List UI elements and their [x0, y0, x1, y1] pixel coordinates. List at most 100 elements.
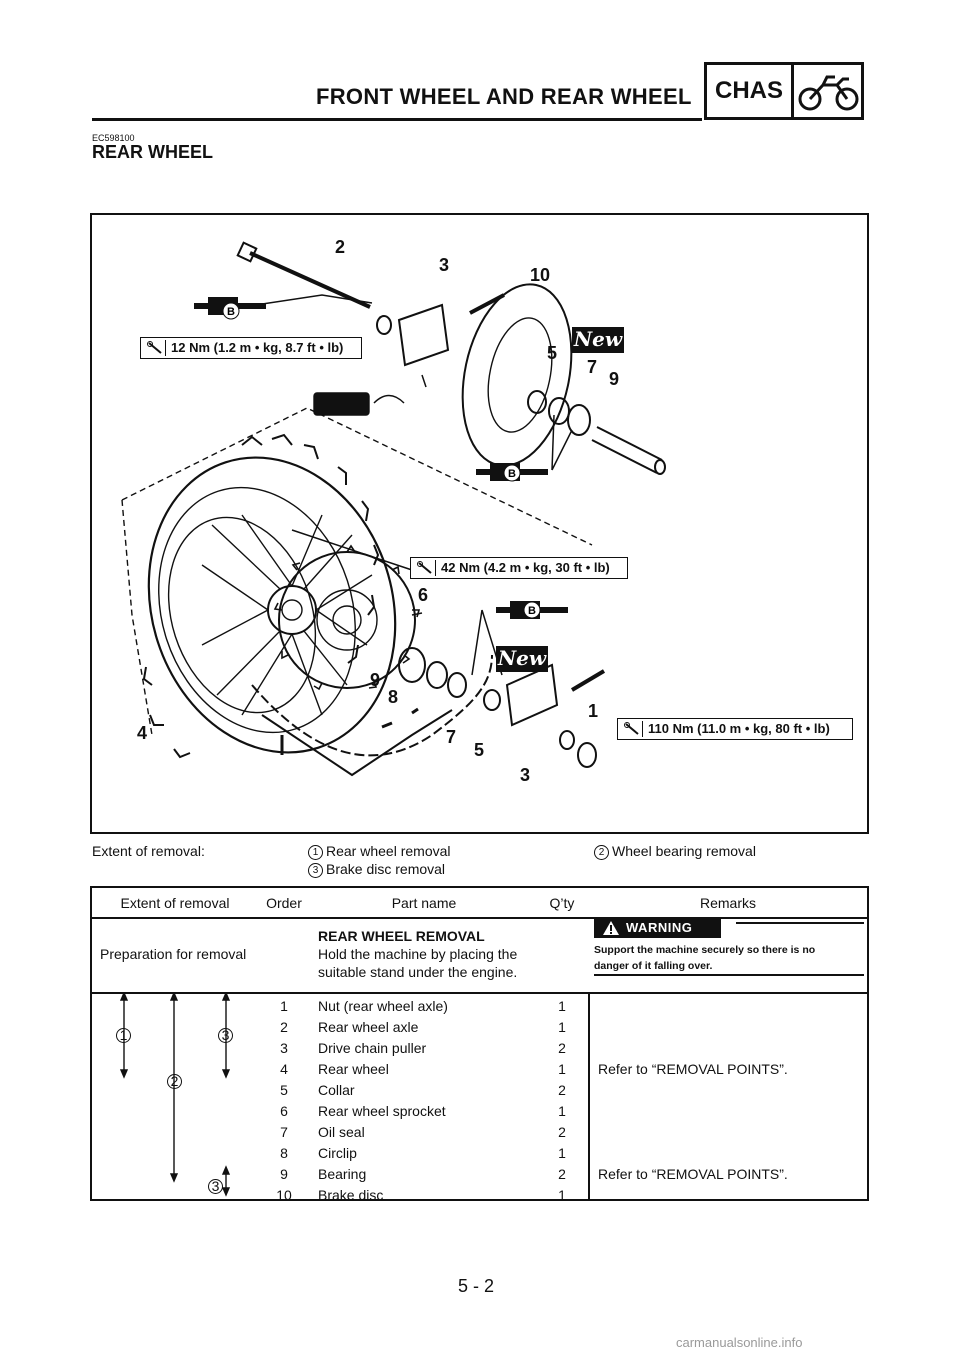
- col-header-qty: Q’ty: [549, 895, 575, 911]
- table-row: 2 Rear wheel axle 1: [92, 1019, 867, 1040]
- page-header-title: FRONT WHEEL AND REAR WHEEL: [316, 84, 692, 109]
- table-row: 8 Circlip 1: [92, 1145, 867, 1166]
- row-part-name: Bearing: [318, 1166, 367, 1182]
- row-order: 7: [280, 1124, 288, 1140]
- callout: 3: [439, 255, 450, 275]
- row-order: 6: [280, 1103, 288, 1119]
- row-order: 10: [276, 1187, 292, 1203]
- section-code: EC598100: [92, 133, 135, 143]
- table-row: 10 Brake disc 1: [92, 1187, 867, 1208]
- row-order: 8: [280, 1145, 288, 1161]
- table-row: 6 Rear wheel sprocket 1: [92, 1103, 867, 1124]
- callout: 9: [609, 369, 620, 389]
- row-qty: 2: [558, 1124, 566, 1140]
- row-part-name: Nut (rear wheel axle): [318, 998, 448, 1014]
- row-qty: 1: [558, 1145, 566, 1161]
- row-order: 5: [280, 1082, 288, 1098]
- row-qty: 1: [558, 1061, 566, 1077]
- extent-marker: 3: [208, 1179, 223, 1194]
- row-remarks: Refer to “REMOVAL POINTS”.: [598, 1061, 788, 1077]
- callout: 10: [530, 265, 551, 285]
- prep-part-title: REAR WHEEL REMOVAL: [318, 928, 485, 944]
- callout: 7: [587, 357, 598, 377]
- extent-marker: 3: [218, 1028, 233, 1043]
- row-order: 3: [280, 1040, 288, 1056]
- exploded-view-diagram: B B B 2 3 10 5 7 9 6 9 8 1 4 7 5 3 12 Nm…: [90, 213, 869, 834]
- svg-text:B: B: [528, 605, 536, 617]
- row-qty: 1: [558, 998, 566, 1014]
- callout: 2: [335, 237, 346, 257]
- torque-label: 12 Nm (1.2 m • kg, 8.7 ft • lb): [140, 337, 362, 359]
- header-rule: [92, 118, 702, 121]
- table-row: 7 Oil seal 2: [92, 1124, 867, 1145]
- prep-part-line: suitable stand under the engine.: [318, 964, 518, 980]
- section-title: REAR WHEEL: [92, 142, 213, 162]
- page-number: 5 - 2: [458, 1276, 495, 1296]
- row-order: 9: [280, 1166, 288, 1182]
- extent-marker: 1: [116, 1028, 131, 1043]
- prep-extent: Preparation for removal: [100, 946, 247, 962]
- callout: 3: [520, 765, 531, 785]
- row-order: 4: [280, 1061, 288, 1077]
- new-part-badge: New: [572, 327, 624, 353]
- torque-label: 110 Nm (11.0 m • kg, 80 ft • lb): [617, 718, 853, 740]
- col-header-extent: Extent of removal: [120, 895, 230, 911]
- new-part-badge: New: [496, 646, 548, 672]
- row-qty: 1: [558, 1103, 566, 1119]
- warning-heading: WARNING: [594, 918, 721, 938]
- row-part-name: Collar: [318, 1082, 355, 1098]
- callout: 5: [474, 740, 485, 760]
- col-header-remarks: Remarks: [699, 895, 756, 911]
- svg-text:B: B: [227, 306, 235, 318]
- row-qty: 2: [558, 1166, 566, 1182]
- callout: 1: [588, 701, 599, 721]
- row-qty: 1: [558, 1019, 566, 1035]
- row-qty: 2: [558, 1040, 566, 1056]
- svg-text:B: B: [508, 468, 516, 480]
- row-part-name: Oil seal: [318, 1124, 365, 1140]
- callout: 8: [388, 687, 399, 707]
- row-order: 1: [280, 998, 288, 1014]
- row-order: 2: [280, 1019, 288, 1035]
- wrench-icon: [622, 721, 643, 737]
- extent-label: Extent of removal:: [92, 843, 205, 859]
- callout: 4: [137, 723, 148, 743]
- footer-watermark: carmanualsonline.info: [676, 1335, 803, 1350]
- row-part-name: Rear wheel sprocket: [318, 1103, 446, 1119]
- callout: 6: [418, 585, 429, 605]
- extent-marker: 2: [167, 1074, 182, 1089]
- table-row: 3 Drive chain puller 2: [92, 1040, 867, 1061]
- table-row: 1 Nut (rear wheel axle) 1: [92, 998, 867, 1019]
- warning-text: Support the machine securely so there is…: [594, 944, 816, 972]
- row-remarks: Refer to “REMOVAL POINTS”.: [598, 1166, 788, 1182]
- prep-part-line: Hold the machine by placing the: [318, 946, 518, 962]
- callout: 5: [547, 343, 558, 363]
- table-row: 5 Collar 2: [92, 1082, 867, 1103]
- row-qty: 2: [558, 1082, 566, 1098]
- exploded-view-drawing: B B B: [121, 241, 666, 777]
- wrench-icon: [145, 340, 166, 356]
- row-part-name: Circlip: [318, 1145, 357, 1161]
- table-row: 4 Rear wheel 1 Refer to “REMOVAL POINTS”.: [92, 1061, 867, 1082]
- table-row: 9 Bearing 2 Refer to “REMOVAL POINTS”.: [92, 1166, 867, 1187]
- col-header-order: Order: [266, 895, 302, 911]
- row-part-name: Brake disc: [318, 1187, 384, 1203]
- row-part-name: Rear wheel: [318, 1061, 389, 1077]
- row-part-name: Rear wheel axle: [318, 1019, 419, 1035]
- callout: 9: [370, 670, 381, 690]
- grease-b-marks: B B B: [194, 297, 568, 619]
- chapter-code: CHAS: [715, 77, 784, 104]
- row-part-name: Drive chain puller: [318, 1040, 427, 1056]
- col-header-part: Part name: [391, 895, 457, 911]
- motorcycle-icon: [798, 75, 859, 111]
- torque-label: 42 Nm (4.2 m • kg, 30 ft • lb): [410, 557, 628, 579]
- row-qty: 1: [558, 1187, 566, 1203]
- warning-triangle-icon: [603, 921, 619, 935]
- chapter-tab: CHAS: [704, 62, 864, 120]
- wrench-icon: [415, 560, 436, 576]
- removal-table: Extent of removal Order Part name Q’ty R…: [90, 886, 869, 1203]
- callout: 7: [446, 727, 457, 747]
